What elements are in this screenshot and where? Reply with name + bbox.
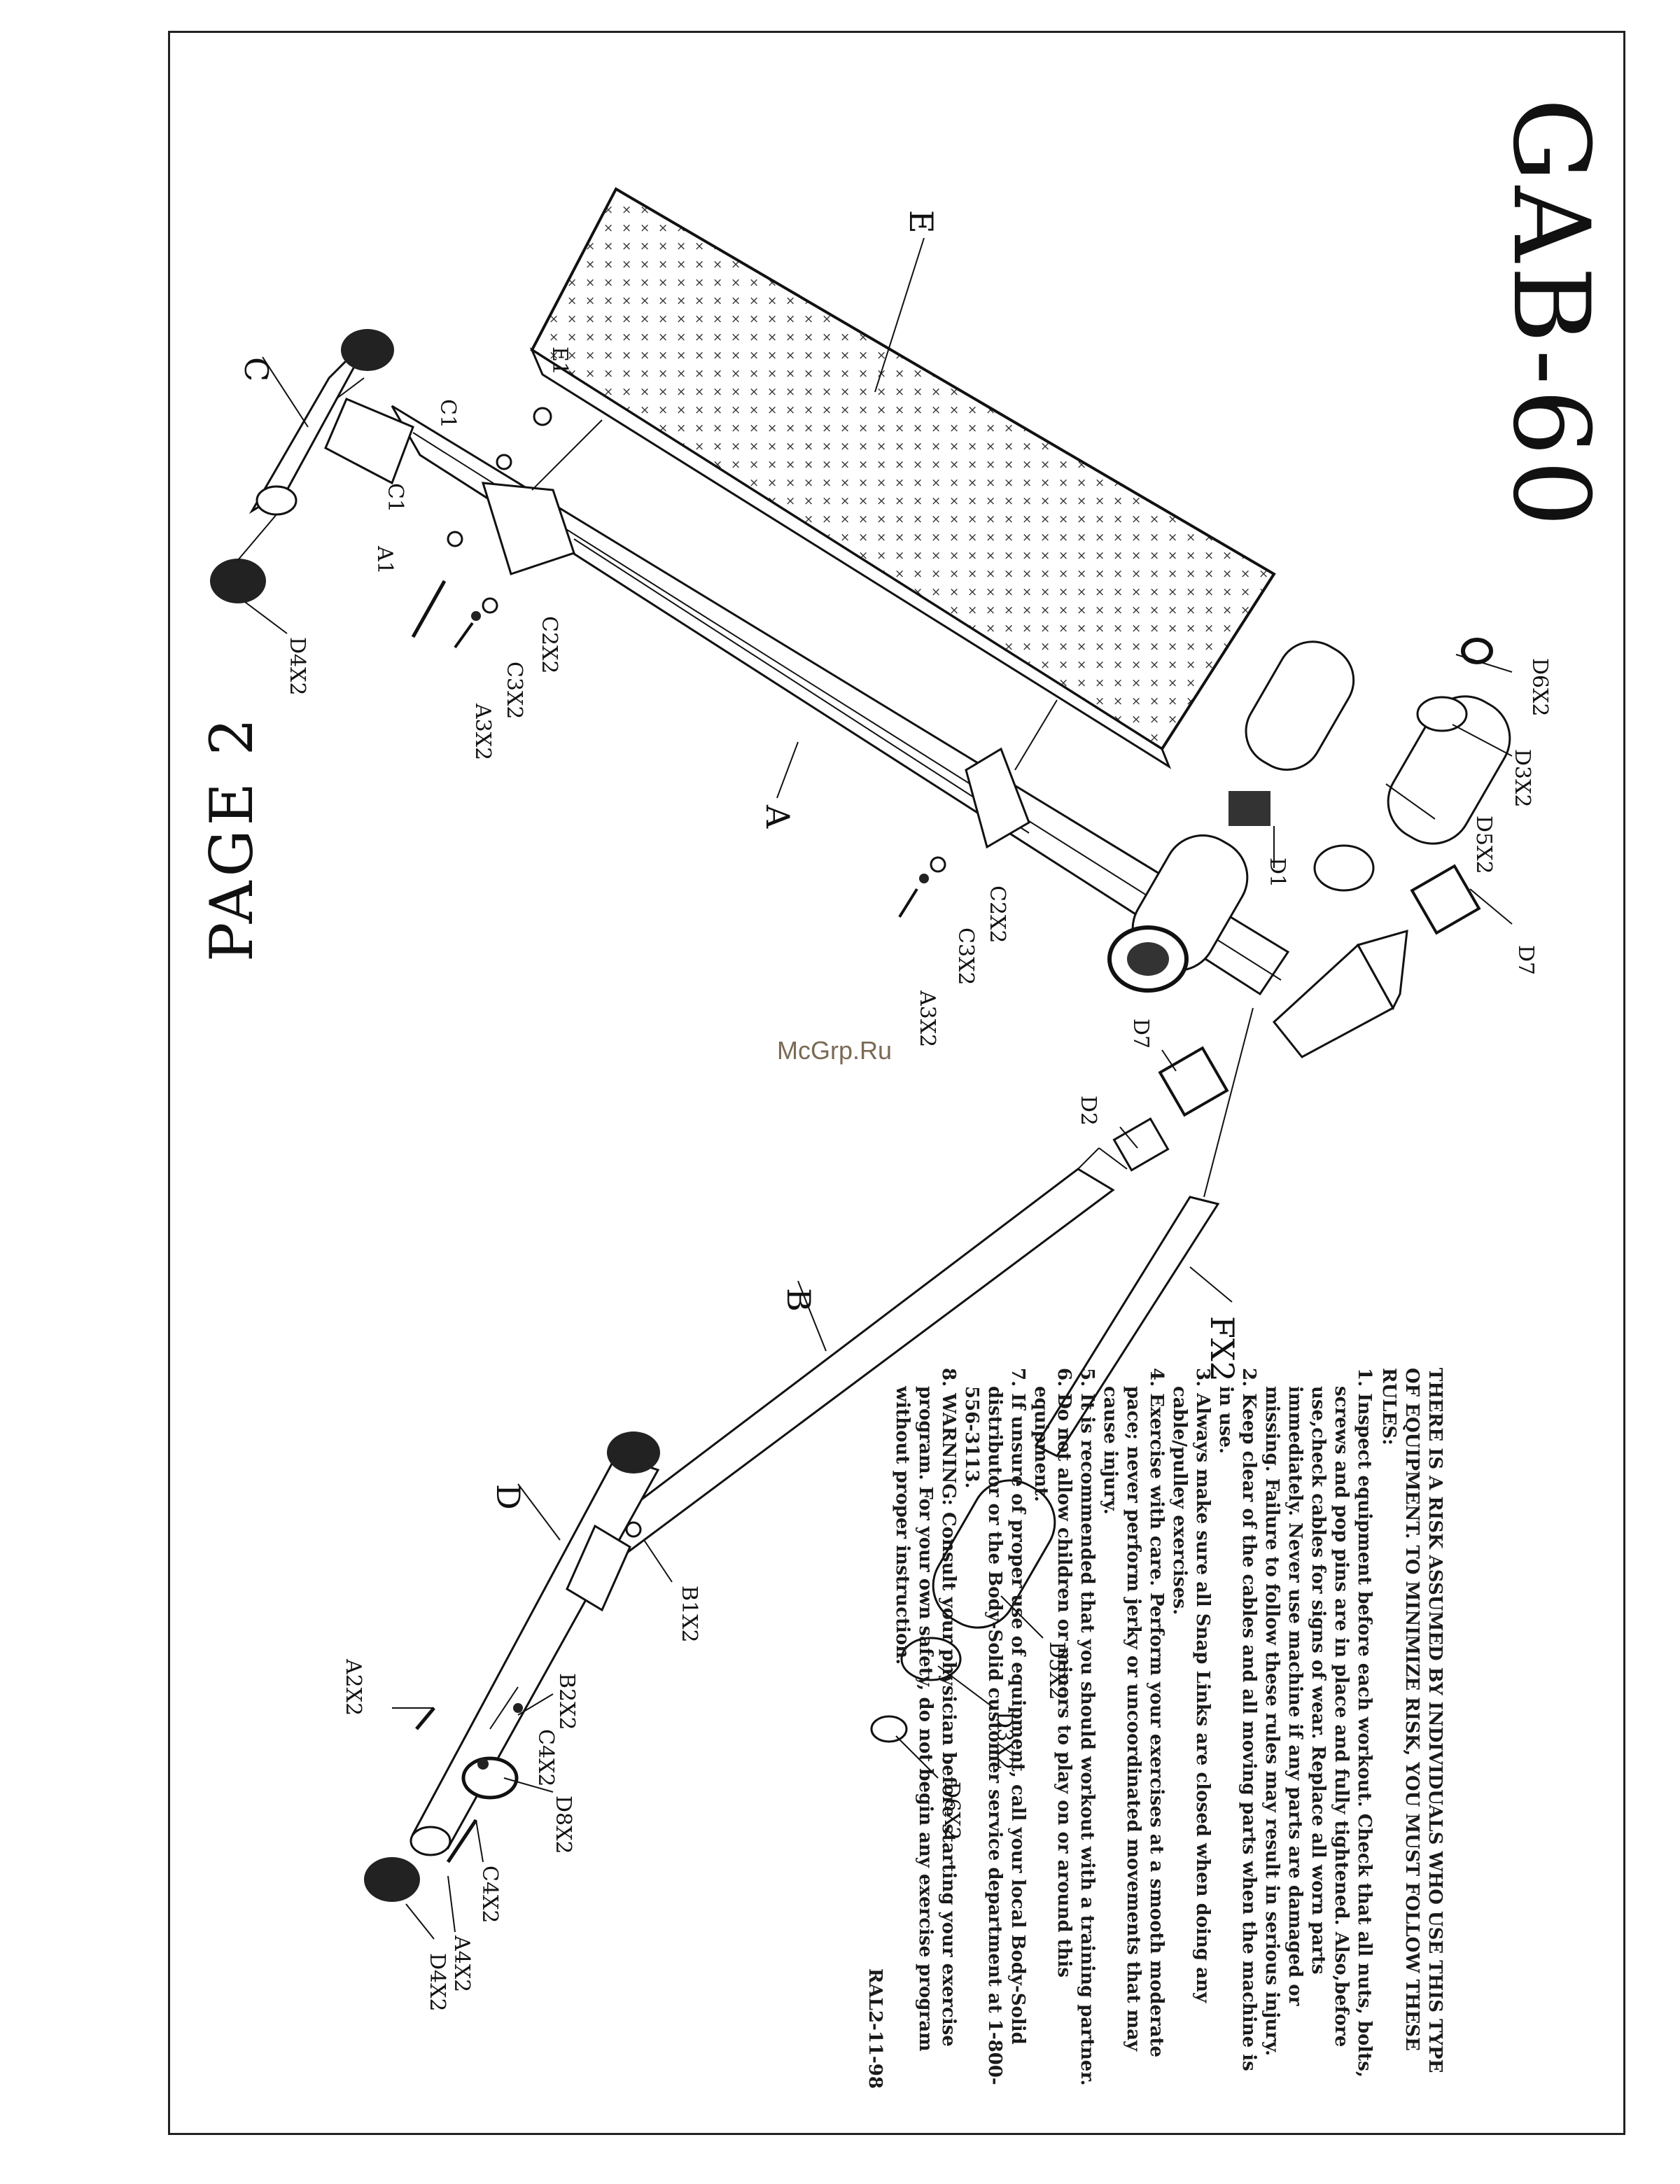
page-frame [168,31,1625,2135]
rule-4: 4. Exercise with care. Perform your exer… [1100,1368,1167,2058]
label-D3X2-top: D3X2 [1510,749,1534,808]
leader-lines [244,237,1513,1940]
rule-7: 7. If unsure of proper use of equipment,… [961,1368,1028,2085]
rule-5: 5. It is recommended that you should wor… [1077,1368,1098,2086]
foot-rollers-upper [1107,638,1511,993]
label-C1-upper: C1 [435,399,460,428]
rotated-page-content: GAB-60 PAGE 2 THERE IS A RISK ASSUMED BY… [168,31,1625,2135]
doc-code: RAL2-11-98 [864,1968,886,2089]
label-A4X2: A4X2 [449,1935,474,1992]
rule-1: 1. Inspect equipment before each workout… [1261,1368,1375,2078]
safety-heading: THERE IS A RISK ASSUMED BY INDIVIDUALS W… [1378,1368,1446,2073]
label-D2: D2 [1076,1096,1100,1126]
label-D: D [489,1484,527,1510]
part-labels: E A B C D FX2 E1 C1 C1 A1 C2X2 C3X2 A3X2… [237,210,1552,2012]
bottom-roller-bar [364,1432,660,1902]
label-B2X2: B2X2 [554,1673,579,1730]
model-title: GAB-60 [1490,98,1611,531]
label-E1: E1 [547,346,572,375]
rule-6: 6. Do not allow children or minors to pl… [1030,1368,1074,1977]
label-C1-lower: C1 [383,483,407,512]
square-caps [1112,864,1481,1172]
rule-8: 8. WARNING: Consult your physician befor… [892,1368,959,2052]
label-C4X2-upper: C4X2 [533,1729,558,1787]
label-D6X2-top: D6X2 [1527,658,1552,717]
label-D5X2-top: D5X2 [1471,816,1496,874]
label-C2X2-mid: C2X2 [985,886,1009,944]
label-A2X2: A2X2 [341,1658,365,1716]
main-frame [391,405,1408,1058]
label-D1: D1 [1265,858,1289,888]
label-D3X2-bottom: D3X2 [992,1712,1016,1770]
label-D4X2-top: D4X2 [285,637,309,696]
label-A1: A1 [372,545,397,575]
label-C4X2-lower: C4X2 [477,1865,502,1924]
label-D6X2-bottom: D6X2 [939,1782,964,1840]
label-A3X2-top: A3X2 [470,703,495,760]
label-A: A [759,804,797,829]
label-E: E [902,210,940,234]
label-D7-right: D7 [1513,945,1538,975]
page-number: PAGE 2 [197,713,266,962]
label-D8X2: D8X2 [551,1795,575,1854]
hardware [411,407,946,1863]
label-D4X2-bottom: D4X2 [425,1953,449,2012]
roller-rod [1034,1007,1254,1457]
label-C3X2-top: C3X2 [502,662,526,720]
safety-rules: THERE IS A RISK ASSUMED BY INDIVIDUALS W… [863,1368,1446,2089]
rule-2: 2. Keep clear of the cables and all movi… [1215,1368,1259,2071]
label-A3X2-mid: A3X2 [915,990,939,1047]
backrest-pad [529,187,1276,769]
label-D7-left: D7 [1128,1018,1153,1049]
label-B: B [780,1288,818,1312]
top-roller-bar [210,329,414,603]
label-B1X2: B1X2 [677,1586,701,1643]
label-C2X2-top: C2X2 [537,616,561,674]
label-C3X2-mid: C3X2 [953,927,978,986]
foot-rollers-lower [870,1479,1056,1743]
label-FX2: FX2 [1203,1316,1241,1382]
watermark: McGrp.Ru [777,1036,892,1065]
rule-3: 3. Always make sure all Snap Links are c… [1169,1368,1213,2003]
label-D5X2-bottom: D5X2 [1044,1642,1069,1700]
label-C: C [237,357,275,382]
